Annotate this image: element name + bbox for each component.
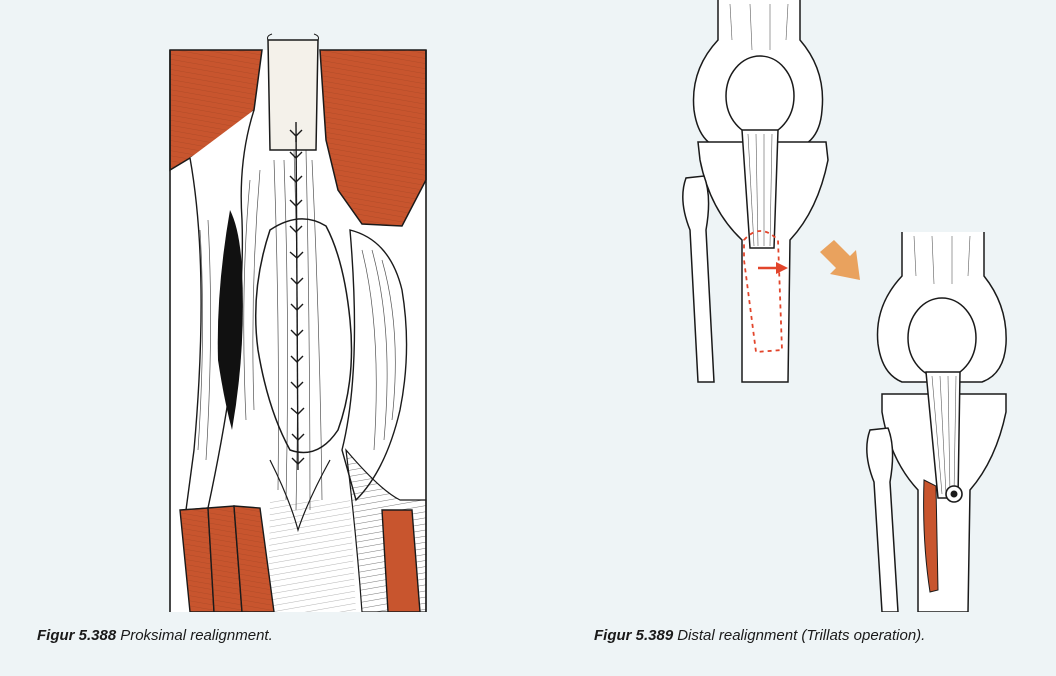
knee-anterior-sutured-drawing	[169, 33, 427, 612]
quadriceps-tendon	[267, 39, 319, 151]
lower-right-muscle	[381, 509, 421, 612]
patella-outline	[255, 218, 353, 454]
medial-shift-arrow	[758, 262, 788, 274]
fixation-screw	[945, 485, 963, 503]
figure-number: Figur 5.389	[594, 627, 674, 644]
figure-number: Figur 5.388	[37, 627, 117, 644]
lower-left-muscles	[179, 505, 275, 612]
knee-tibial-tubercle-transfer-drawing	[682, 0, 1007, 612]
retinacular-opening	[217, 210, 243, 430]
knee-before-transfer	[682, 0, 829, 383]
upper-right-muscle	[319, 49, 427, 227]
progression-arrow	[820, 240, 860, 280]
proximal-realignment-illustration	[150, 30, 450, 612]
osteotomy-bed	[923, 479, 939, 593]
distal-realignment-illustration	[670, 0, 1010, 612]
suture-line	[289, 121, 305, 471]
figure-caption-text: Distal realignment (Trillats operation).	[677, 627, 926, 644]
figure-caption-text: Proksimal realignment.	[120, 627, 273, 644]
